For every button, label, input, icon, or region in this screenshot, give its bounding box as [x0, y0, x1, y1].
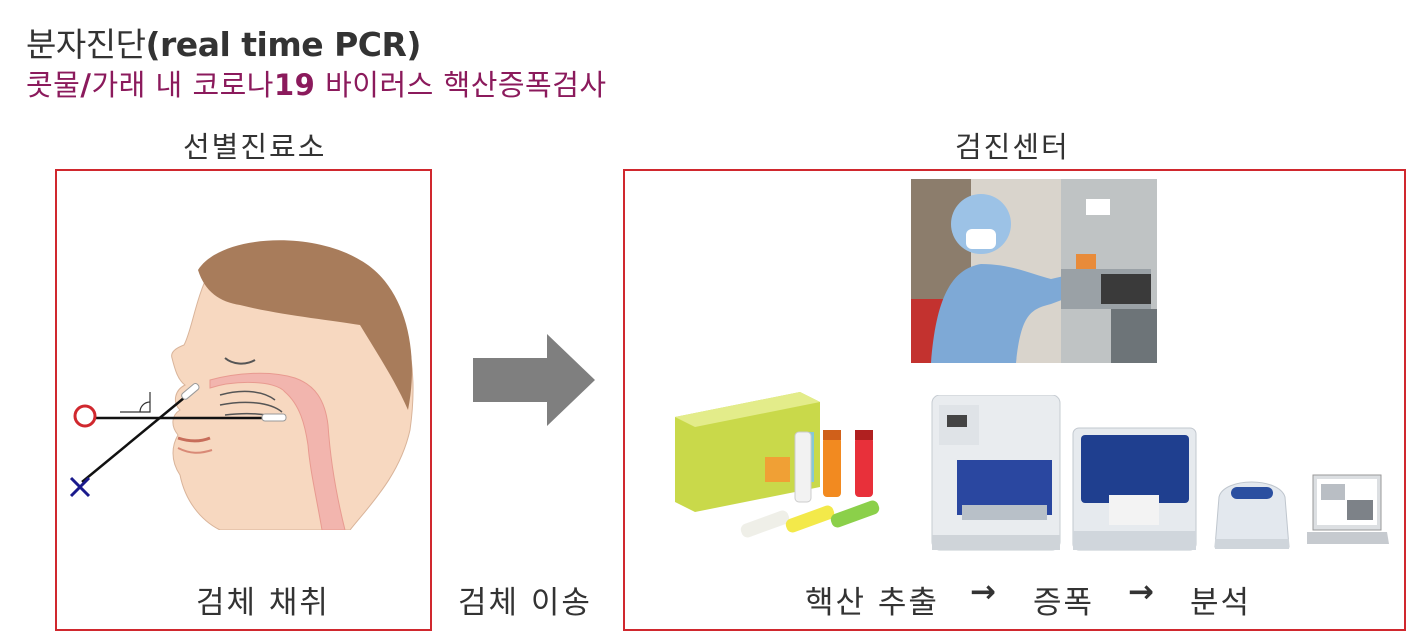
title-english: (real time PCR): [145, 25, 421, 64]
transfer-caption: 검체 이송: [458, 585, 592, 621]
wrong-mark-icon: [69, 476, 91, 498]
page-title: 분자진단(real time PCR): [26, 18, 421, 66]
analyzer-instrument-image: [1214, 481, 1290, 549]
wrong-swab-line: [81, 392, 191, 483]
right-panel-heading: 검진센터: [955, 130, 1070, 164]
step-extraction: 핵산 추출: [805, 585, 939, 621]
step-arrow-2: →: [1128, 574, 1156, 610]
sample-collection-caption: 검체 채취: [196, 585, 330, 621]
extraction-instrument-image: [931, 395, 1061, 551]
correct-mark-icon: [73, 404, 97, 428]
mouth: [177, 436, 211, 443]
nasal-cavity: [209, 372, 346, 530]
pcr-instrument-image: [1072, 427, 1197, 551]
left-panel-heading: 선별진료소: [183, 130, 327, 164]
transfer-arrow-icon: [473, 334, 595, 426]
subtitle-part-e: 바이러스 핵산증폭검사: [315, 68, 607, 102]
sample-collection-box: [55, 169, 432, 631]
title-korean: 분자진단: [26, 25, 146, 64]
closed-eye: [224, 357, 256, 365]
nasal-swab-illustration: [69, 240, 414, 530]
step-analysis: 분석: [1190, 585, 1252, 621]
step-amplification: 증폭: [1033, 585, 1095, 621]
reagent-kit-image: [675, 392, 880, 538]
laptop-image: [1307, 474, 1389, 544]
testing-center-box: [623, 169, 1406, 631]
page-subtitle: 콧물/가래 내 코로나19 바이러스 핵산증폭검사: [26, 62, 607, 104]
subtitle-part-b: /: [80, 68, 92, 102]
step-arrow-1: →: [970, 574, 998, 610]
lab-worker-photo: [911, 179, 1157, 363]
subtitle-part-d: 19: [274, 68, 316, 102]
hair-shape: [198, 240, 412, 410]
subtitle-part-a: 콧물: [26, 68, 81, 102]
subtitle-part-c: 가래 내 코로나: [91, 68, 274, 102]
